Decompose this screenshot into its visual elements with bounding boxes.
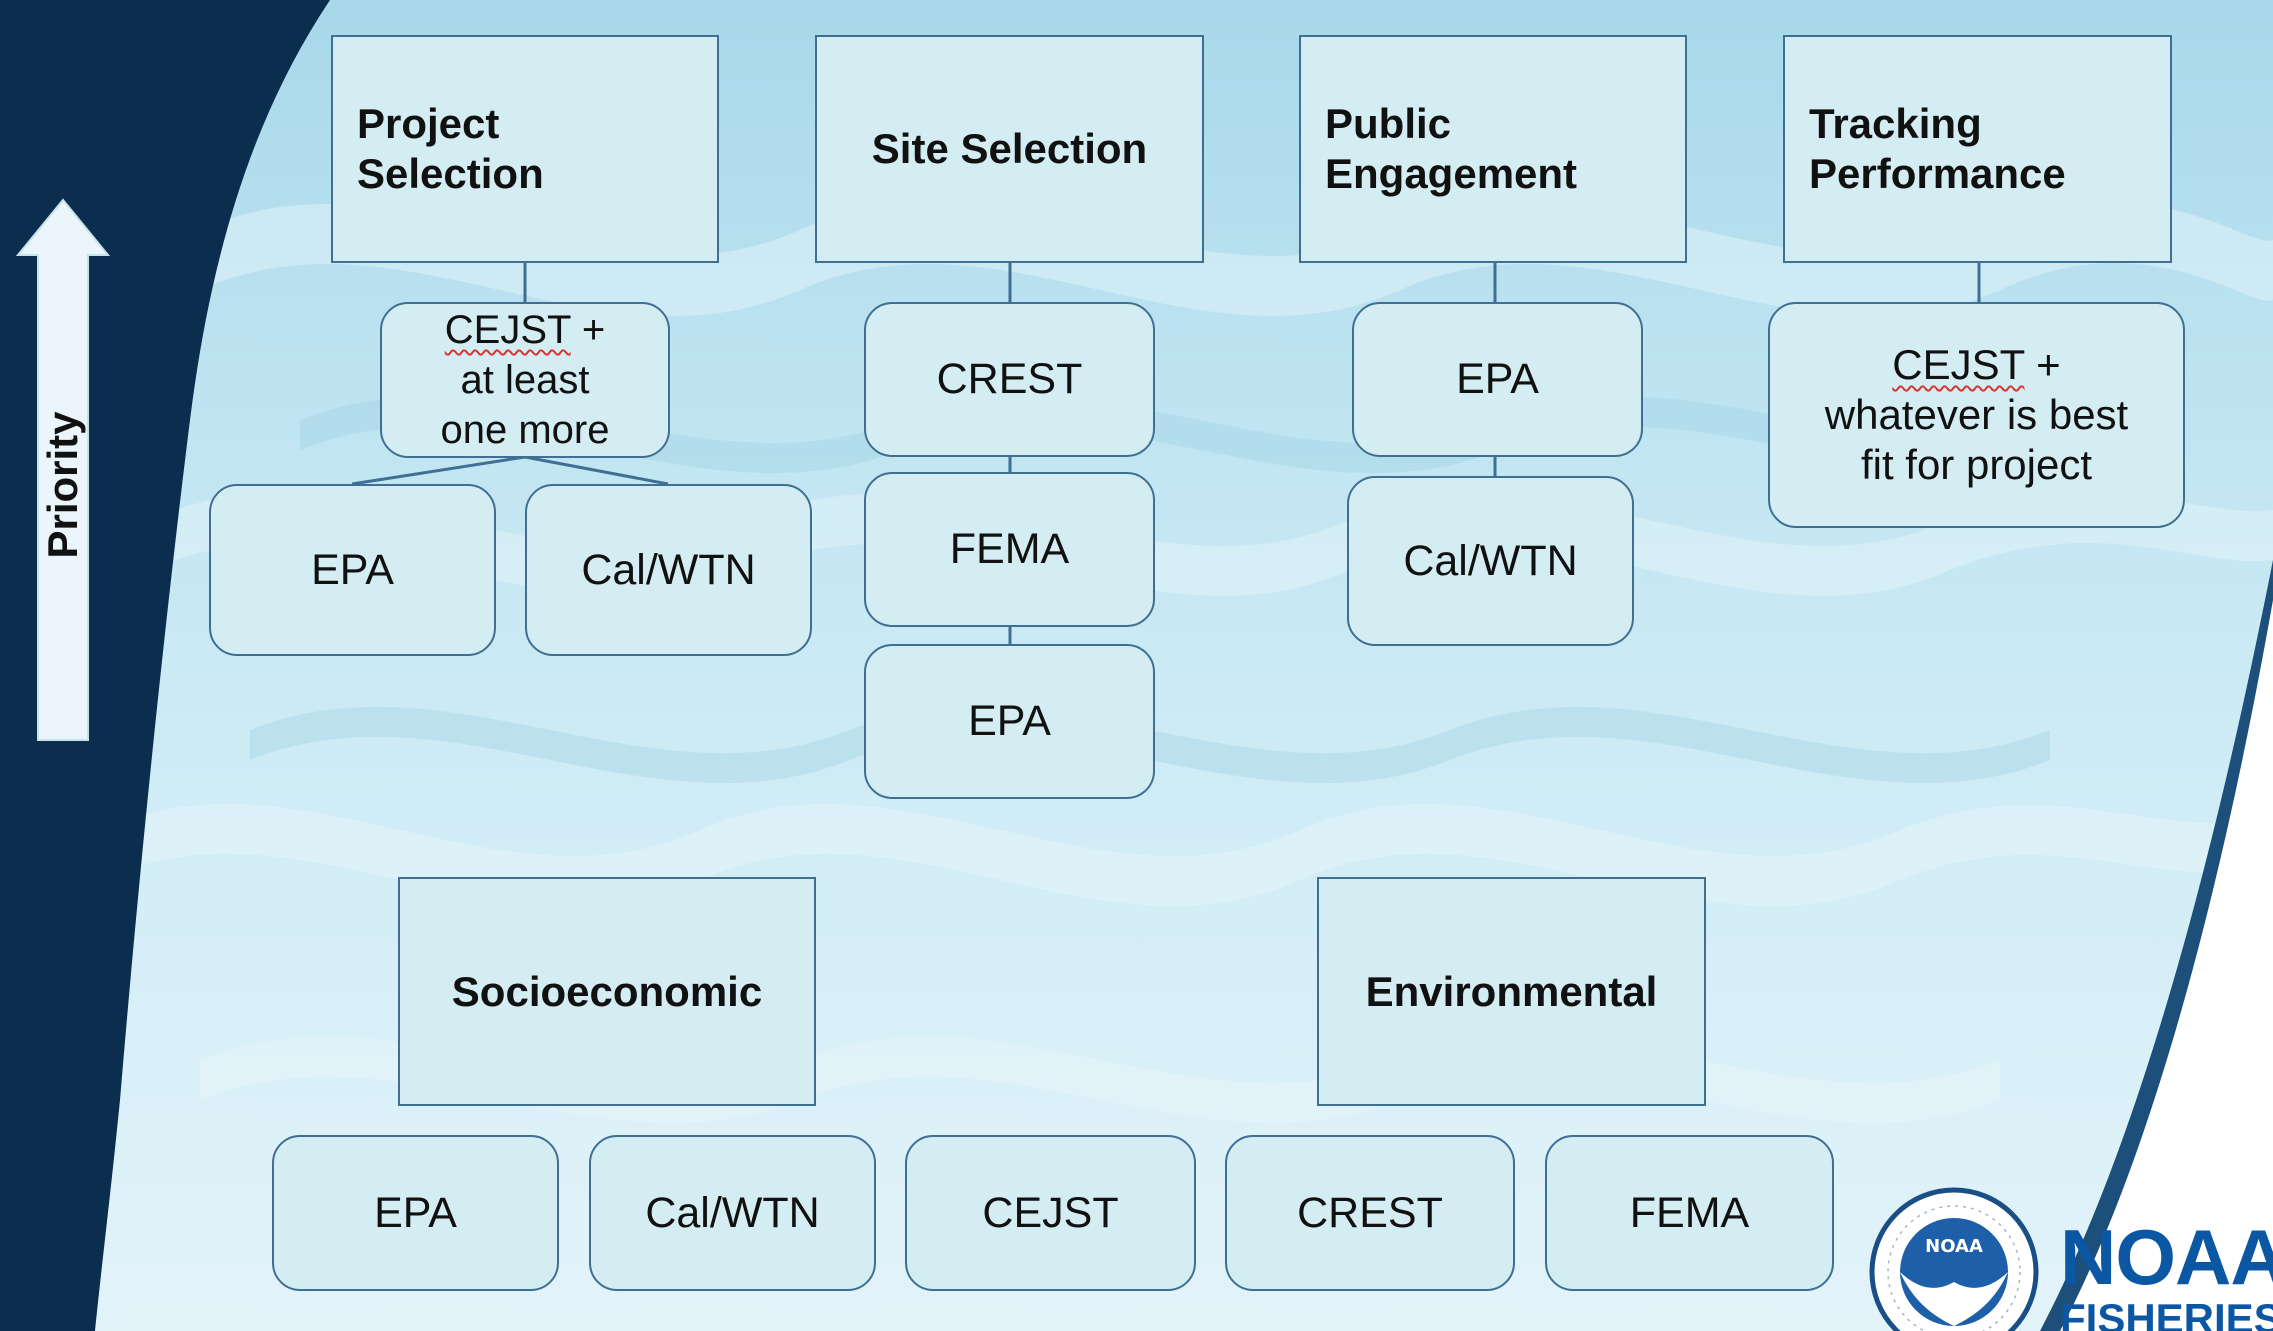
bottom-tool-epa: EPA	[272, 1135, 559, 1291]
site-selection-fema: FEMA	[864, 472, 1155, 627]
public-engagement-calwtn: Cal/WTN	[1347, 476, 1634, 646]
bottom-tool-calwtn: Cal/WTN	[589, 1135, 876, 1291]
bottom-tool-cejst: CEJST	[905, 1135, 1196, 1291]
bottom-tool-crest: CREST	[1225, 1135, 1515, 1291]
category-site-selection: Site Selection	[815, 35, 1204, 263]
category-environmental: Environmental	[1317, 877, 1706, 1106]
site-selection-epa: EPA	[864, 644, 1155, 799]
category-socioeconomic: Socioeconomic	[398, 877, 816, 1106]
bottom-tool-fema: FEMA	[1545, 1135, 1834, 1291]
public-engagement-epa: EPA	[1352, 302, 1643, 457]
noaa-wordmark: NOAA FISHERIES	[2060, 1213, 2273, 1331]
noaa-emblem: NOAA	[1869, 1187, 2039, 1331]
site-selection-crest: CREST	[864, 302, 1155, 457]
project-selection-calwtn: Cal/WTN	[525, 484, 812, 656]
svg-text:NOAA: NOAA	[1925, 1236, 1983, 1257]
project-selection-epa: EPA	[209, 484, 496, 656]
